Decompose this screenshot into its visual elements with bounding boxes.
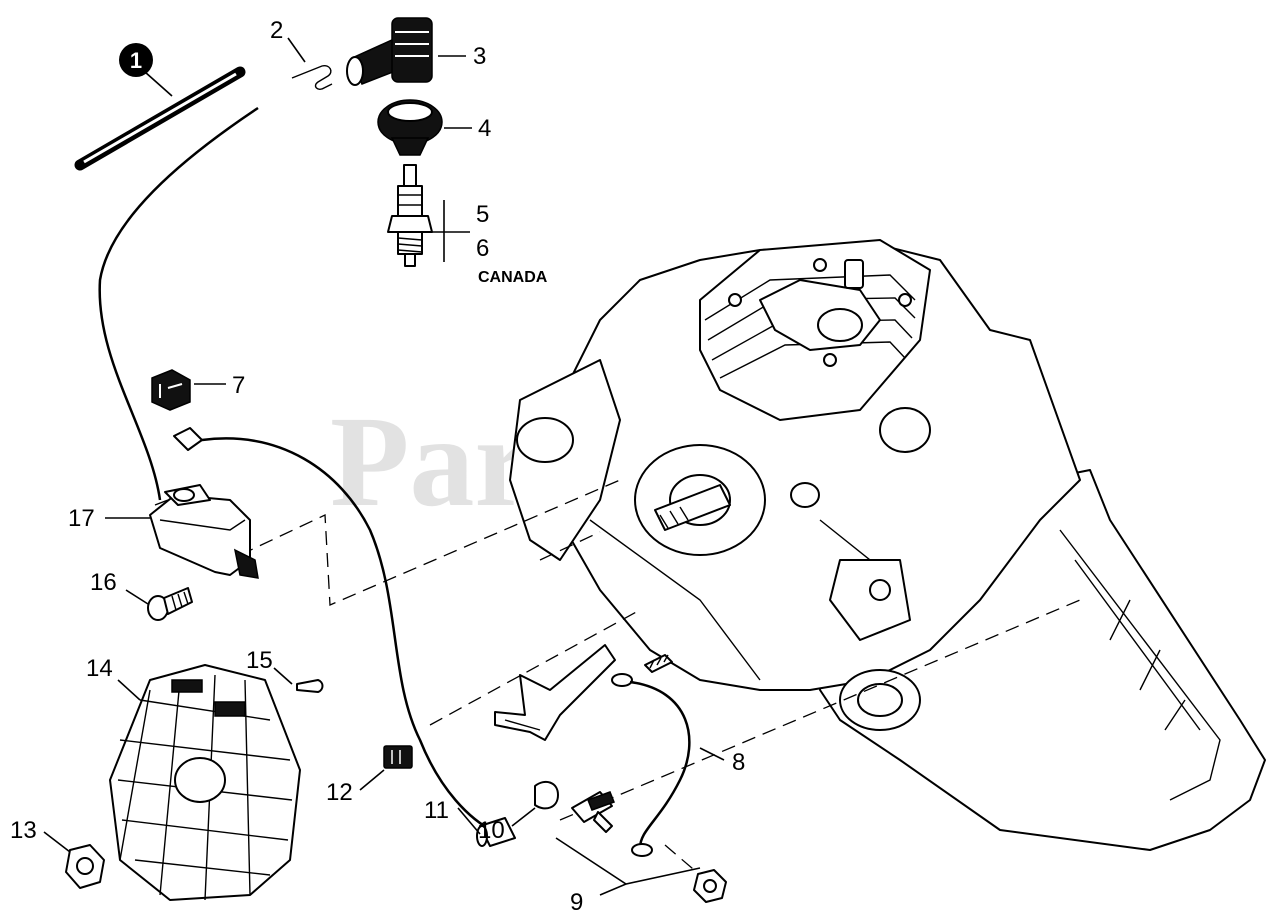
callout-12: 12 [326, 779, 353, 806]
engine-crankcase [509, 239, 1266, 851]
callout-11: 11 [424, 797, 449, 824]
part-2-spring-clip [291, 64, 333, 91]
callout-3: 3 [473, 43, 486, 70]
callout-4: 4 [478, 115, 491, 142]
part-14-flywheel [109, 664, 301, 901]
part-11-connector [476, 817, 516, 847]
part-7-grommet-clip [151, 369, 191, 411]
part-5-6-spark-plug [387, 164, 433, 267]
callout-5: 5 [476, 201, 489, 228]
part-1-fuel-tube [74, 66, 246, 171]
callout-labels: 1 2 3 4 5 6 CANADA 7 8 9 10 11 12 13 14 … [10, 17, 745, 916]
part-15-flywheel-key [296, 679, 324, 693]
part-13-nut [65, 844, 105, 889]
callout-6: 6 [476, 235, 489, 262]
callout-14: 14 [86, 655, 113, 682]
callout-1-badge [119, 43, 153, 77]
ignition-coil-wire [98, 106, 259, 501]
callout-8: 8 [732, 749, 745, 776]
cylinder-head [699, 239, 931, 421]
stop-switch-bracket [494, 644, 673, 741]
part-8-ground-wire [611, 673, 691, 857]
callout-17: 17 [68, 505, 95, 532]
part-4-plug-boot [377, 99, 443, 156]
callout-13: 13 [10, 817, 37, 844]
part-12-spacer [383, 745, 413, 769]
spark-plug-lead [173, 427, 496, 834]
callout-10: 10 [478, 817, 505, 844]
part-9-stop-switch [571, 791, 615, 833]
callout-16: 16 [90, 569, 117, 596]
part-17-ignition-coil [149, 484, 259, 579]
leader-lines [43, 37, 725, 896]
callout-1: 1 [130, 48, 142, 73]
part-16-screw [147, 587, 193, 621]
canada-note: CANADA [478, 269, 548, 286]
callout-2: 2 [270, 17, 283, 44]
part-9-hex-nut [693, 869, 727, 903]
callout-7: 7 [232, 372, 245, 399]
part-10-collar [534, 780, 559, 810]
callout-9: 9 [570, 889, 583, 916]
callout-15: 15 [246, 647, 273, 674]
assembly-guide-lines [239, 479, 1081, 876]
part-3-spark-plug-cap [346, 17, 433, 86]
